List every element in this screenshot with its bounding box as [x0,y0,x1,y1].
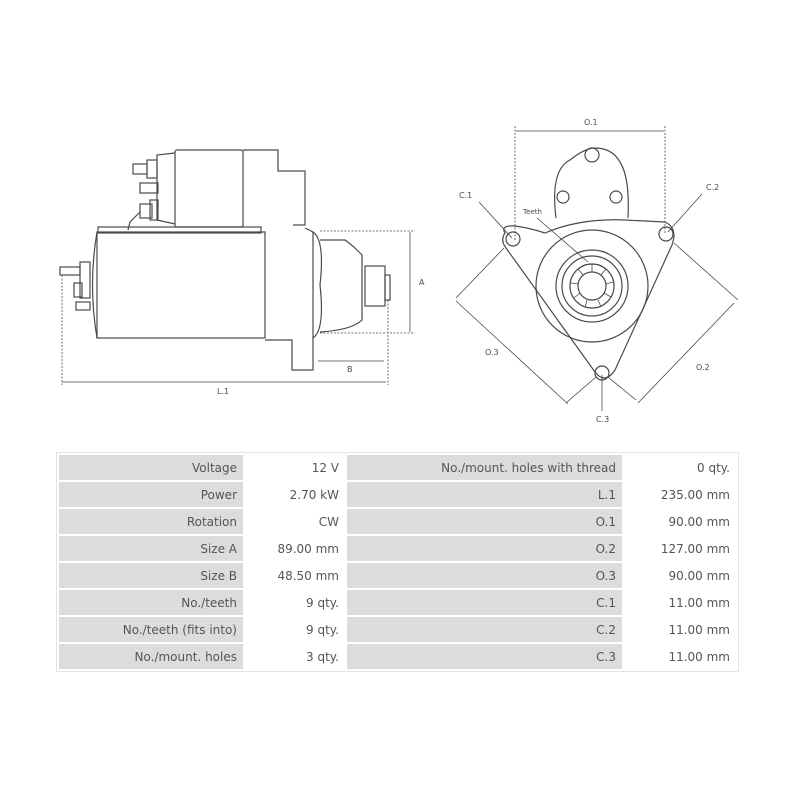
dim-label-O3: O.3 [485,348,499,357]
spec-label: Size A [59,536,243,561]
dimension-guides [61,230,415,385]
table-row: Size A 89.00 mm O.2 127.00 mm [59,536,736,561]
table-row: Size B 48.50 mm O.3 90.00 mm [59,563,736,588]
mount-hole-c2 [658,226,674,242]
specifications-table: Voltage 12 V No./mount. holes with threa… [56,452,739,672]
teeth-icon [570,264,614,308]
table-row: No./teeth (fits into) 9 qty. C.2 11.00 m… [59,617,736,642]
spec-label: No./mount. holes with thread [347,455,622,480]
dim-label-C1: C.1 [459,191,472,200]
spec-value: 11.00 mm [624,617,736,642]
table-row: Rotation CW O.1 90.00 mm [59,509,736,534]
spec-value: 3 qty. [245,644,345,669]
teeth-label: Teeth [522,208,542,216]
table-row: Power 2.70 kW L.1 235.00 mm [59,482,736,507]
spec-label: C.2 [347,617,622,642]
spec-value: 48.50 mm [245,563,345,588]
spec-value: CW [245,509,345,534]
dim-label-C3: C.3 [596,415,609,424]
spec-label: Size B [59,563,243,588]
spec-label: L.1 [347,482,622,507]
spec-value: 127.00 mm [624,536,736,561]
spec-label: Voltage [59,455,243,480]
spec-label: C.1 [347,590,622,615]
dim-label-L1: L.1 [217,387,229,396]
spec-label: No./teeth (fits into) [59,617,243,642]
starter-front-view: O.1 C.1 C.2 Teeth O.3 O.2 C.3 [455,118,739,424]
solenoid-body [174,149,244,228]
spec-value: 12 V [245,455,345,480]
spec-value: 90.00 mm [624,509,736,534]
dim-label-O1: O.1 [584,118,598,127]
spec-value: 89.00 mm [245,536,345,561]
technical-drawing: A B L.1 [59,118,739,424]
table-row: Voltage 12 V No./mount. holes with threa… [59,455,736,480]
dim-label-A: A [419,278,425,287]
spec-value: 235.00 mm [624,482,736,507]
spec-label: O.1 [347,509,622,534]
spec-label: Rotation [59,509,243,534]
spec-label: O.2 [347,536,622,561]
spec-value: 2.70 kW [245,482,345,507]
table-row: No./mount. holes 3 qty. C.3 11.00 mm [59,644,736,669]
motor-body [96,231,266,339]
spec-value: 11.00 mm [624,590,736,615]
spec-label: Power [59,482,243,507]
dim-label-C2: C.2 [706,183,719,192]
dim-label-B: B [347,365,353,374]
spec-value: 0 qty. [624,455,736,480]
spec-label: O.3 [347,563,622,588]
spec-value: 9 qty. [245,590,345,615]
spec-value: 9 qty. [245,617,345,642]
spec-label: No./mount. holes [59,644,243,669]
table-row: No./teeth 9 qty. C.1 11.00 mm [59,590,736,615]
mount-hole-c1 [505,231,521,247]
spec-value: 11.00 mm [624,644,736,669]
starter-side-view: A B L.1 [59,118,739,424]
spec-value: 90.00 mm [624,563,736,588]
dim-label-O2: O.2 [696,363,710,372]
spec-label: No./teeth [59,590,243,615]
spec-label: C.3 [347,644,622,669]
